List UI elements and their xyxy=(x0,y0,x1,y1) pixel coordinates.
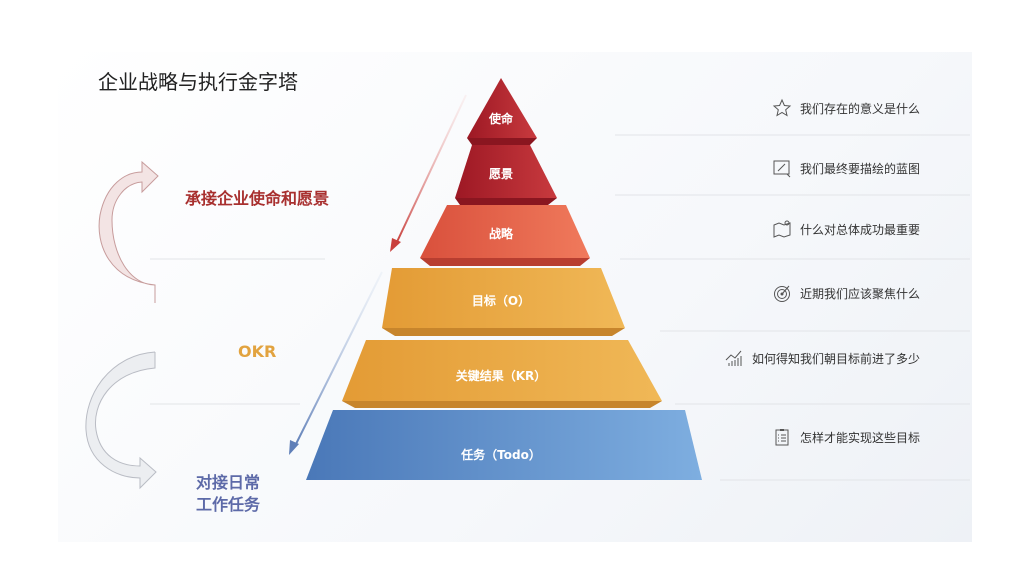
checklist-icon xyxy=(775,429,789,446)
lower-side-label: 对接日常 工作任务 xyxy=(196,472,260,516)
question-item: 我们存在的意义是什么 xyxy=(772,98,920,118)
question-item: 什么对总体成功最重要 xyxy=(772,219,920,239)
question-item: 近期我们应该聚焦什么 xyxy=(772,283,920,303)
page-title: 企业战略与执行金字塔 xyxy=(98,70,298,94)
curved-arrow-down-icon xyxy=(85,351,157,490)
lower-side-label-line: 工作任务 xyxy=(196,495,261,514)
question-item: 怎样才能实现这些目标 xyxy=(772,427,920,447)
layer-key-results xyxy=(342,340,662,401)
cascade-arrow-blue xyxy=(289,271,383,455)
star-icon xyxy=(772,98,792,117)
map-pin-icon xyxy=(773,220,791,238)
layer-label: 愿景 xyxy=(488,167,513,181)
cascade-arrow-red xyxy=(390,94,467,252)
layer-label: 使命 xyxy=(488,112,513,126)
divider-lines xyxy=(150,134,970,481)
layer-label: 目标（O） xyxy=(471,294,531,308)
question-item: 如何得知我们朝目标前进了多少 xyxy=(724,348,920,368)
layer-tasks xyxy=(306,410,702,480)
target-icon xyxy=(773,285,790,302)
question-text: 我们存在的意义是什么 xyxy=(799,101,920,116)
upper-side-label: 承接企业使命和愿景 xyxy=(185,189,330,208)
layer-mission xyxy=(467,78,537,138)
drawing-board-icon xyxy=(773,160,791,178)
question-text: 近期我们应该聚焦什么 xyxy=(799,286,920,301)
layer-label: 战略 xyxy=(488,227,513,241)
curved-arrow-up-icon xyxy=(98,160,159,303)
layer-objective xyxy=(382,268,625,328)
layer-vision xyxy=(455,145,557,198)
okr-label: OKR xyxy=(238,342,277,361)
layer-strategy xyxy=(420,205,590,258)
layer-label: 任务（Todo） xyxy=(461,448,541,462)
lower-side-label-line: 对接日常 xyxy=(196,473,261,492)
question-text: 我们最终要描绘的蓝图 xyxy=(799,161,920,176)
question-text: 如何得知我们朝目标前进了多少 xyxy=(751,351,920,366)
layer-label: 关键结果（KR） xyxy=(455,369,547,383)
growth-chart-icon xyxy=(725,350,742,366)
question-text: 什么对总体成功最重要 xyxy=(799,222,920,237)
question-item: 我们最终要描绘的蓝图 xyxy=(772,158,920,178)
question-text: 怎样才能实现这些目标 xyxy=(799,430,920,445)
